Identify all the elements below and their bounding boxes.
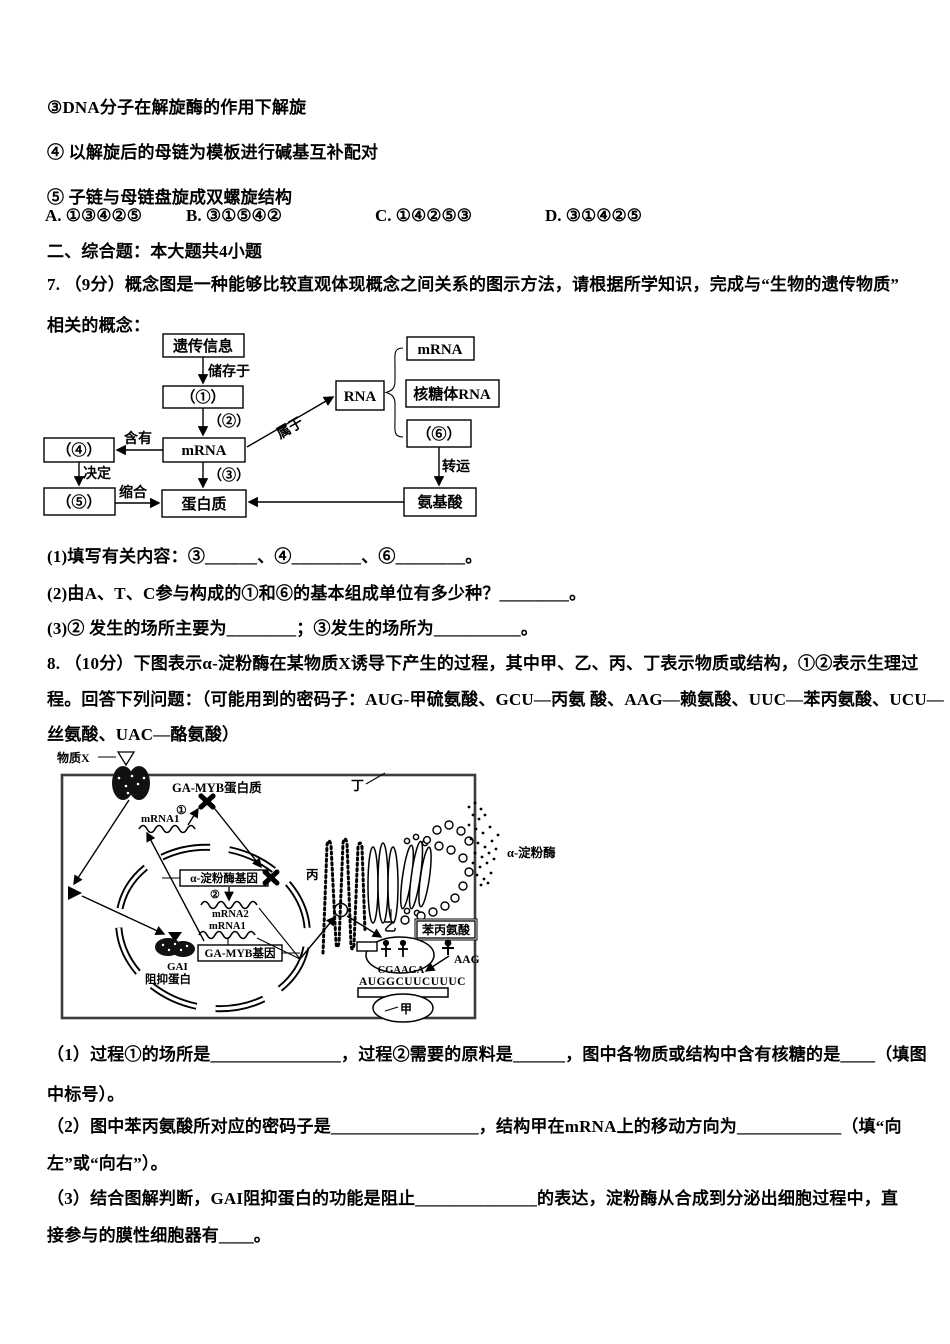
node-ribosomal-rna: 核糖体RNA (413, 385, 491, 403)
mrna1-strand (198, 930, 256, 940)
golgi-icon: 乙 (384, 833, 432, 934)
option-c: C. ①④②⑤③ (375, 206, 472, 225)
gai-repressor-icon (155, 938, 195, 957)
node-amino-acid: 氨基酸 (417, 493, 463, 511)
phe-trna-group: 苯丙氨酸 AAG (414, 918, 480, 972)
aag-label: AAG (454, 954, 480, 966)
edge-step2: （②） (208, 413, 250, 430)
node-protein: 蛋白质 (181, 495, 226, 513)
q8-sub2-line1: （2）图中苯丙氨酸所对应的密码子是_________________，结构甲在m… (47, 1117, 902, 1136)
q8-stem-line2: 程。回答下列问题：（可能用到的密码子：AUG-甲硫氨酸、GCU—丙氨 酸、AAG… (47, 690, 945, 709)
section-header: 二、综合题：本大题共4小题 (47, 242, 263, 261)
brace-icon (384, 347, 404, 438)
ga-myb-gene-label: GA-MYB基因 (205, 946, 276, 960)
q8-sub3-line1: （3）结合图解判断，GAI阻抑蛋白的功能是阻止______________的表达… (47, 1189, 899, 1208)
node-mrna: mRNA (182, 443, 227, 459)
bing-label: 丙 (306, 868, 319, 882)
mrna-sequence: AUGGCUUCUUUC (359, 976, 466, 988)
option-a: A. ①③④②⑤ (45, 206, 142, 225)
edge-condense: 缩合 (119, 484, 148, 501)
ding-label: 丁 (351, 778, 364, 793)
receptor-icon (112, 766, 150, 800)
q8-sub1-line2: 中标号）。 (47, 1085, 125, 1104)
vesicles (400, 820, 474, 925)
nuclear-mrna-group: mRNA2 mRNA1 (198, 900, 258, 945)
statement-3: ③DNA分子在解旋酶的作用下解旋 (47, 98, 307, 117)
node-rna: RNA (344, 389, 377, 405)
amylase-label: α-淀粉酶 (507, 845, 556, 860)
yi-label: 乙 (384, 920, 397, 934)
gai-triangle-icon (168, 932, 182, 942)
option-b: B. ③①⑤④② (186, 206, 283, 225)
cgaaga-label: CGAAGA (378, 965, 425, 976)
node-blank5: （⑤） (56, 493, 101, 511)
mrna1-label: mRNA1 (209, 921, 246, 932)
amylase-gene-label: α-淀粉酶基因 (190, 871, 258, 885)
jia-label: 甲 (400, 1002, 412, 1016)
node-blank6: （⑥） (416, 425, 461, 443)
node-mrna-right: mRNA (418, 342, 463, 358)
q7-stem-line1: 7. （9分）概念图是一种能够比较直观体现概念之间关系的图示方法，请根据所学知识… (47, 275, 900, 294)
edge-store: 储存于 (207, 363, 250, 380)
substance-x-group: 物质X (57, 750, 150, 886)
q8-sub2-line2: 左”或“向右”）。 (47, 1154, 168, 1173)
ga-myb-protein-group: GA-MYB蛋白质 ① mRNA1 (138, 780, 262, 869)
edge-step3: （③） (208, 467, 250, 484)
process-2-label: ② (210, 889, 220, 901)
flowchart-arrows (73, 357, 445, 509)
trna-icon (442, 939, 454, 955)
trna-in-ribosome-icons (381, 939, 408, 957)
mrna2-strand (200, 900, 258, 910)
rough-er-icon: 丙 (306, 837, 399, 955)
signal-triangle-icon (68, 886, 82, 900)
ding-group: 丁 (351, 772, 386, 793)
q7-stem-line2: 相关的概念： (47, 316, 151, 335)
node-blank1: （①） (180, 388, 225, 406)
repressor-label: 阻抑蛋白 (145, 972, 191, 986)
mrna-export-lines (256, 902, 383, 960)
q7-sub3: (3)② 发生的场所主要为________；③发生的场所为__________。 (47, 619, 539, 638)
gai-label: GAI (167, 961, 188, 973)
amylase-gene-group: α-淀粉酶基因 ② (162, 869, 280, 902)
statement-4: ④ 以解旋后的母链为模板进行碱基互补配对 (47, 143, 379, 162)
mrna1-top-strand (138, 824, 196, 834)
cell-membrane (60, 773, 477, 1020)
edge-determine: 决定 (83, 465, 111, 482)
phe-label: 苯丙氨酸 (421, 922, 471, 937)
edge-transport: 转运 (442, 458, 470, 475)
ga-myb-gene-group: GA-MYB基因 GAI 阻抑蛋白 (145, 932, 300, 986)
q7-sub1: (1)填写有关内容：③______、④________、⑥________。 (47, 547, 483, 566)
mrna2-label: mRNA2 (212, 909, 249, 920)
q7-concept-map: 遗传信息 （①） mRNA （④） （⑤） 蛋白质 RNA mRNA 核糖体RN… (43, 333, 500, 518)
edge-contain: 含有 (124, 430, 152, 447)
q8-sub3-line2: 接参与的膜性细胞器有____。 (47, 1226, 271, 1245)
edge-belong: 属于 (274, 415, 306, 443)
statement-5: ⑤ 子链与母链盘旋成双螺旋结构 (47, 188, 293, 207)
ga-myb-protein-label: GA-MYB蛋白质 (172, 780, 262, 795)
flowchart-edge-labels: 储存于 （②） （③） 含有 决定 缩合 属于 转运 (83, 363, 470, 501)
q8-cell-diagram: 物质X GA-MYB蛋白质 ① mRNA1 (57, 750, 556, 1023)
option-d: D. ③①④②⑤ (545, 206, 642, 225)
mrna1-top-label: mRNA1 (141, 813, 180, 825)
process-1-label: ① (176, 803, 187, 817)
ga-myb-protein-icon (198, 793, 216, 810)
secreted-amylase: α-淀粉酶 (467, 801, 556, 887)
flowchart-boxes: 遗传信息 （①） mRNA （④） （⑤） 蛋白质 RNA mRNA 核糖体RN… (43, 333, 500, 518)
node-genetic-info: 遗传信息 (172, 337, 233, 355)
node-blank4: （④） (56, 441, 101, 459)
ligand-triangle-icon (116, 751, 136, 767)
q8-stem-line3: 丝氨酸、UAC—酪氨酸） (47, 725, 240, 744)
q8-sub1-line1: （1）过程①的场所是_______________，过程②需要的原料是_____… (47, 1045, 927, 1064)
translation-complex: CGAAGA AUGGCUUCUUUC 甲 (356, 936, 466, 1023)
substance-x-label: 物质X (57, 750, 90, 765)
q7-sub2: (2)由A、T、C参与构成的①和⑥的基本组成单位有多少种？________。 (47, 584, 587, 603)
q8-stem-line1: 8. （10分）下图表示α-淀粉酶在某物质X诱导下产生的过程，其中甲、乙、丙、丁… (47, 654, 919, 673)
bound-ga-myb-icon (262, 869, 280, 886)
